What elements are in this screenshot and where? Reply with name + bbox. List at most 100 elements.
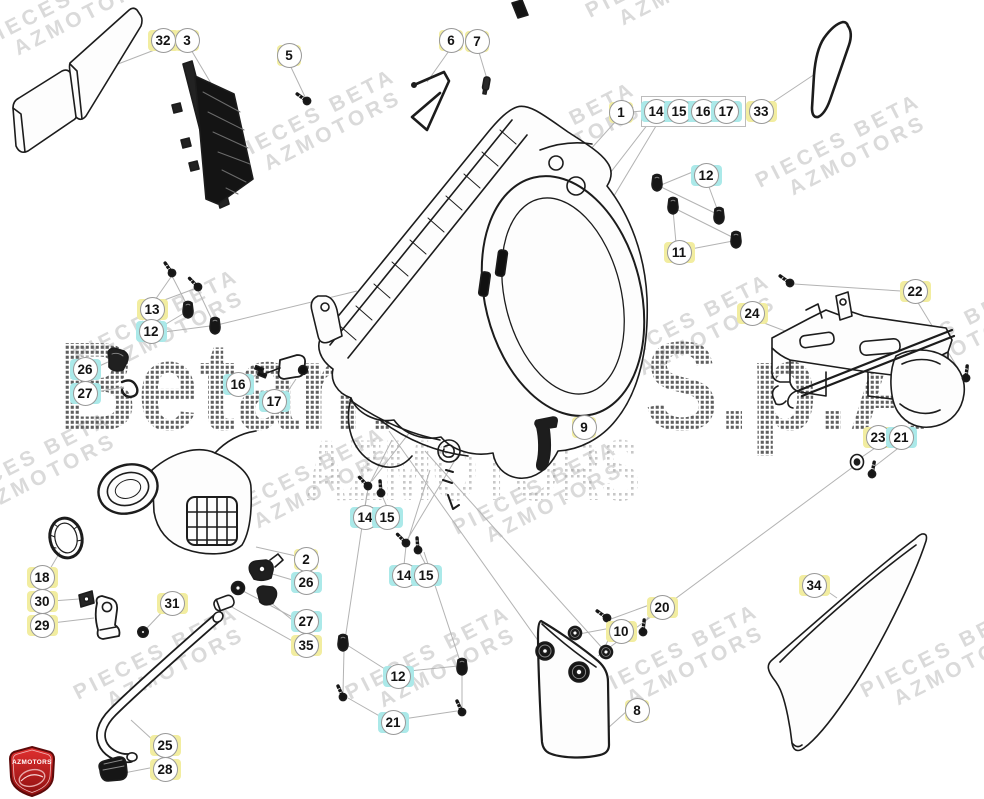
leader-line bbox=[163, 325, 211, 333]
leader-line bbox=[402, 710, 458, 720]
callout-30[interactable]: 30 bbox=[26, 588, 58, 614]
callout-16[interactable]: 16 bbox=[222, 371, 254, 397]
part-clip-16-drawing bbox=[253, 364, 268, 379]
callout-22[interactable]: 22 bbox=[899, 278, 931, 304]
callout-number: 21 bbox=[888, 424, 914, 450]
part-rubber-elbow-mount-drawing bbox=[94, 595, 121, 640]
callout-number: 31 bbox=[159, 590, 185, 616]
leader-line bbox=[793, 283, 902, 292]
callout-number: 26 bbox=[72, 356, 98, 382]
leader-line bbox=[610, 603, 653, 620]
callout-34[interactable]: 34 bbox=[798, 572, 830, 598]
leader-line bbox=[347, 697, 384, 719]
azmotors-logo: AZMOTORS bbox=[8, 745, 56, 798]
callout-1[interactable]: 1 bbox=[608, 99, 634, 125]
part-side-panel-drawing bbox=[767, 533, 928, 752]
part-intake-duct-drawing bbox=[97, 430, 257, 555]
part-elbow-26-drawing bbox=[248, 553, 284, 582]
callout-35[interactable]: 35 bbox=[290, 632, 322, 658]
callout-number: 12 bbox=[138, 318, 164, 344]
part-nut-drawing bbox=[137, 625, 150, 638]
callout-26[interactable]: 26 bbox=[69, 356, 101, 382]
leader-line bbox=[229, 605, 297, 644]
callout-17[interactable]: 17 bbox=[710, 98, 742, 124]
leader-line bbox=[369, 439, 393, 484]
callout-number: 10 bbox=[608, 618, 634, 644]
callout-32[interactable]: 32 bbox=[147, 27, 179, 53]
part-elbow-27-drawing bbox=[256, 585, 278, 606]
part-bracket-17-drawing bbox=[263, 354, 309, 380]
callout-number: 3 bbox=[174, 27, 200, 53]
callout-number: 15 bbox=[374, 504, 400, 530]
part-clip-27-drawing bbox=[120, 379, 139, 399]
callout-13[interactable]: 13 bbox=[136, 296, 168, 322]
part-foam-pad-right-drawing bbox=[68, 7, 143, 121]
callout-number: 5 bbox=[276, 42, 302, 68]
part-small-plate-drawing bbox=[78, 590, 95, 608]
callout-number: 17 bbox=[713, 98, 739, 124]
callout-31[interactable]: 31 bbox=[156, 590, 188, 616]
callout-number: 32 bbox=[150, 27, 176, 53]
leader-line bbox=[346, 644, 389, 672]
callout-number: 27 bbox=[293, 608, 319, 634]
leader-line bbox=[342, 649, 345, 694]
callout-21[interactable]: 21 bbox=[885, 424, 917, 450]
part-pin-drawing bbox=[481, 76, 491, 95]
callout-number: 24 bbox=[739, 300, 765, 326]
callout-number: 12 bbox=[693, 162, 719, 188]
callout-15[interactable]: 15 bbox=[410, 562, 442, 588]
callout-21[interactable]: 21 bbox=[377, 709, 409, 735]
leader-line bbox=[658, 185, 720, 216]
callout-6[interactable]: 6 bbox=[438, 27, 464, 53]
callout-12[interactable]: 12 bbox=[690, 162, 722, 188]
part-strap-drawing bbox=[534, 416, 558, 471]
leader-line bbox=[288, 62, 308, 102]
part-sleeve-drawing bbox=[213, 594, 235, 612]
callout-number: 34 bbox=[801, 572, 827, 598]
callout-number: 6 bbox=[438, 27, 464, 53]
leader-line bbox=[690, 240, 734, 250]
callout-3[interactable]: 3 bbox=[174, 27, 200, 53]
leader-line bbox=[607, 710, 628, 729]
leader-line bbox=[597, 463, 858, 657]
callout-33[interactable]: 33 bbox=[745, 98, 777, 124]
callout-27[interactable]: 27 bbox=[290, 608, 322, 634]
leader-line bbox=[216, 290, 358, 326]
callout-26[interactable]: 26 bbox=[290, 569, 322, 595]
callout-number: 21 bbox=[380, 709, 406, 735]
leader-line bbox=[660, 170, 696, 186]
callout-9[interactable]: 9 bbox=[571, 414, 597, 440]
part-air-filter-drawing bbox=[171, 60, 254, 209]
callout-number: 29 bbox=[29, 612, 55, 638]
callout-11[interactable]: 11 bbox=[663, 239, 695, 265]
callout-number: 30 bbox=[29, 588, 55, 614]
leader-line bbox=[51, 617, 95, 624]
leader-line bbox=[673, 207, 737, 240]
callout-8[interactable]: 8 bbox=[624, 697, 650, 723]
callout-number: 17 bbox=[261, 388, 287, 414]
callout-12[interactable]: 12 bbox=[382, 663, 414, 689]
part-top-fragment bbox=[511, 0, 529, 19]
callout-24[interactable]: 24 bbox=[736, 300, 768, 326]
callout-number: 7 bbox=[464, 28, 490, 54]
leader-line bbox=[403, 545, 407, 566]
callout-15[interactable]: 15 bbox=[663, 98, 695, 124]
callout-12[interactable]: 12 bbox=[135, 318, 167, 344]
callout-7[interactable]: 7 bbox=[464, 28, 490, 54]
callout-20[interactable]: 20 bbox=[646, 594, 678, 620]
callout-29[interactable]: 29 bbox=[26, 612, 58, 638]
callout-5[interactable]: 5 bbox=[276, 42, 302, 68]
callout-2[interactable]: 2 bbox=[293, 546, 319, 572]
callout-27[interactable]: 27 bbox=[69, 380, 101, 406]
callout-28[interactable]: 28 bbox=[149, 756, 181, 782]
callout-10[interactable]: 10 bbox=[605, 618, 637, 644]
callout-18[interactable]: 18 bbox=[26, 564, 58, 590]
callout-number: 28 bbox=[152, 756, 178, 782]
callout-17[interactable]: 17 bbox=[258, 388, 290, 414]
callout-number: 9 bbox=[571, 414, 597, 440]
callout-15[interactable]: 15 bbox=[371, 504, 403, 530]
callout-25[interactable]: 25 bbox=[149, 732, 181, 758]
callout-number: 15 bbox=[666, 98, 692, 124]
part-vent-clip-drawing bbox=[410, 70, 451, 132]
